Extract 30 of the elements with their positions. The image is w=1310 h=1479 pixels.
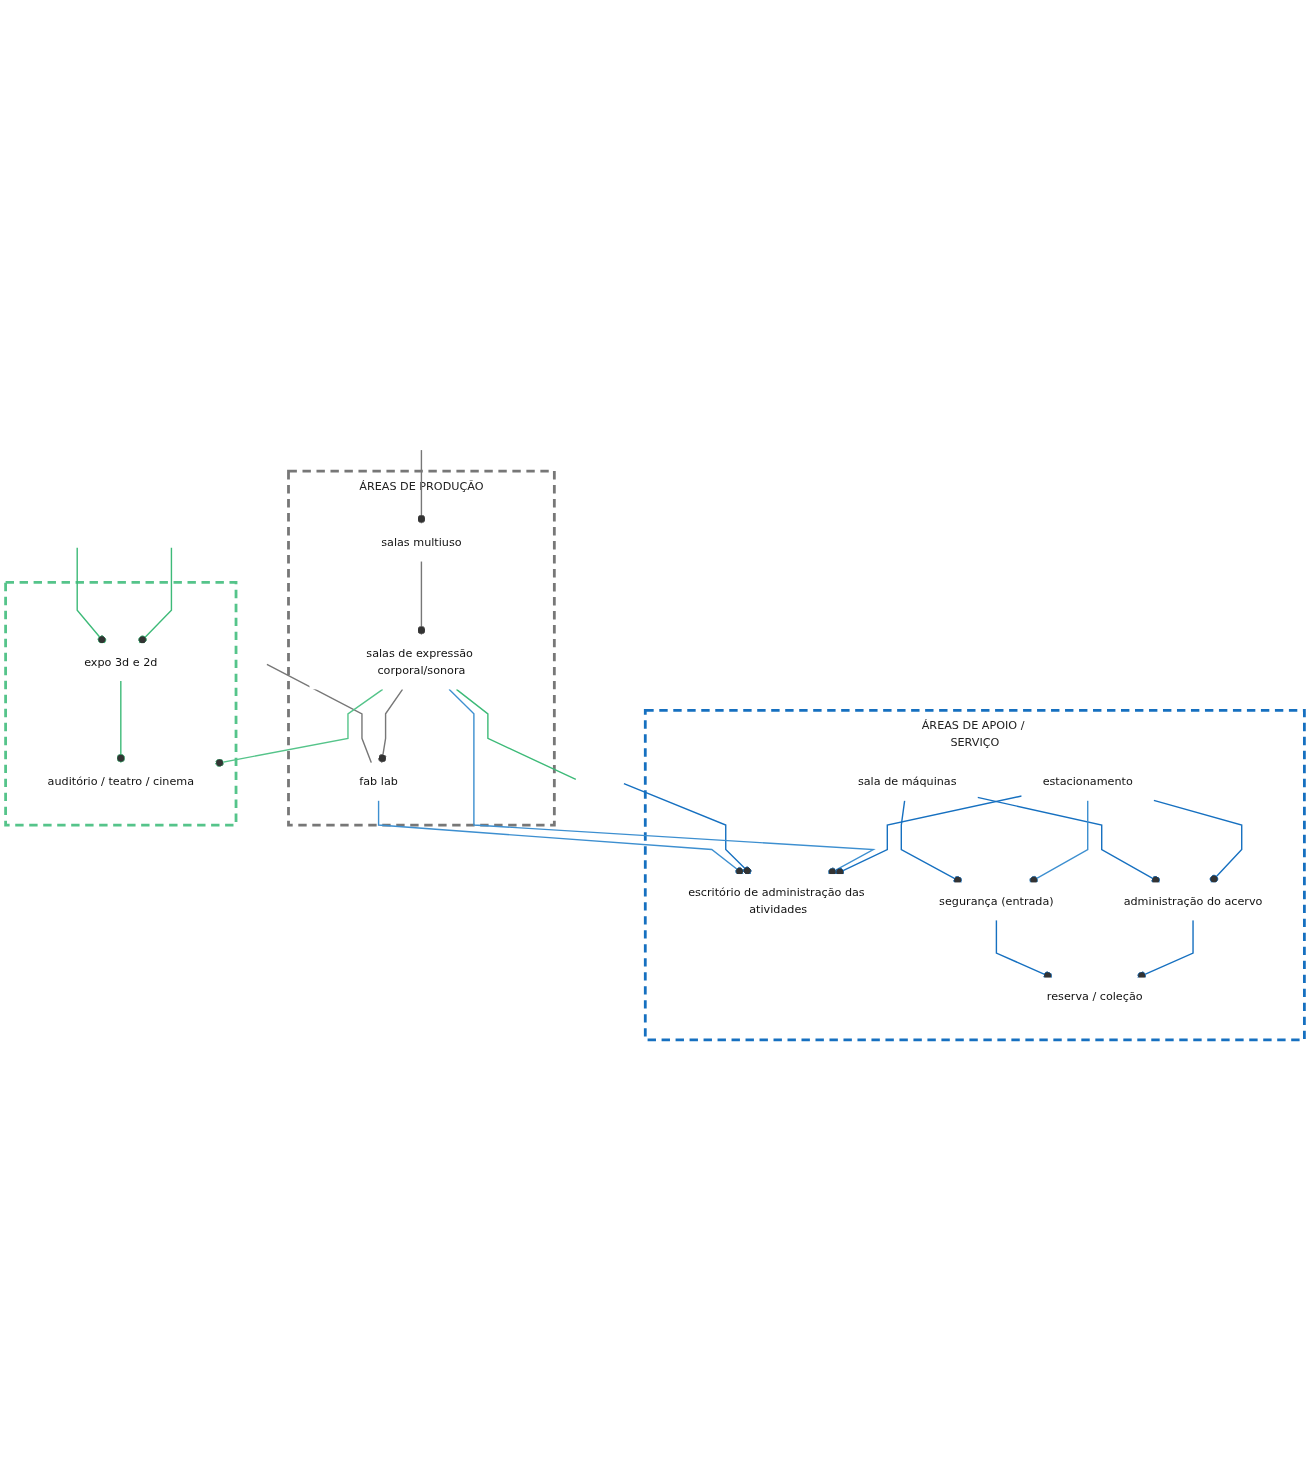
node-text: salas multiuso — [381, 535, 462, 549]
connector — [378, 688, 404, 764]
connector — [623, 782, 752, 875]
node-text: escritório de administração das atividades — [688, 885, 865, 916]
connector — [116, 680, 126, 764]
node-text: reserva / coleção — [1046, 989, 1143, 1003]
connector — [214, 688, 384, 767]
connector — [1136, 919, 1194, 980]
connector — [1029, 799, 1089, 885]
connector — [76, 546, 107, 644]
node-text: salas de expressão corporal/sonora — [366, 646, 473, 677]
node-text: expo 3d e 2d — [84, 654, 158, 669]
connector — [417, 560, 426, 636]
node-text: fab lab — [359, 774, 398, 788]
connector — [900, 799, 963, 885]
connector — [976, 796, 1161, 885]
connector — [1153, 799, 1243, 884]
node-text: administração do acervo — [1123, 894, 1263, 908]
node-text: auditório / teatro / cinema — [47, 774, 195, 788]
connector — [377, 799, 744, 876]
node-text: estacionamento — [1042, 774, 1133, 788]
connector — [266, 663, 373, 764]
connector — [138, 546, 173, 644]
connector — [448, 688, 876, 876]
node-text: segurança (entrada) — [939, 894, 1054, 908]
connector — [455, 688, 577, 780]
node-text: sala de máquinas — [857, 774, 957, 788]
cluster — [4, 580, 238, 827]
connector — [995, 919, 1053, 980]
connector — [417, 449, 426, 525]
